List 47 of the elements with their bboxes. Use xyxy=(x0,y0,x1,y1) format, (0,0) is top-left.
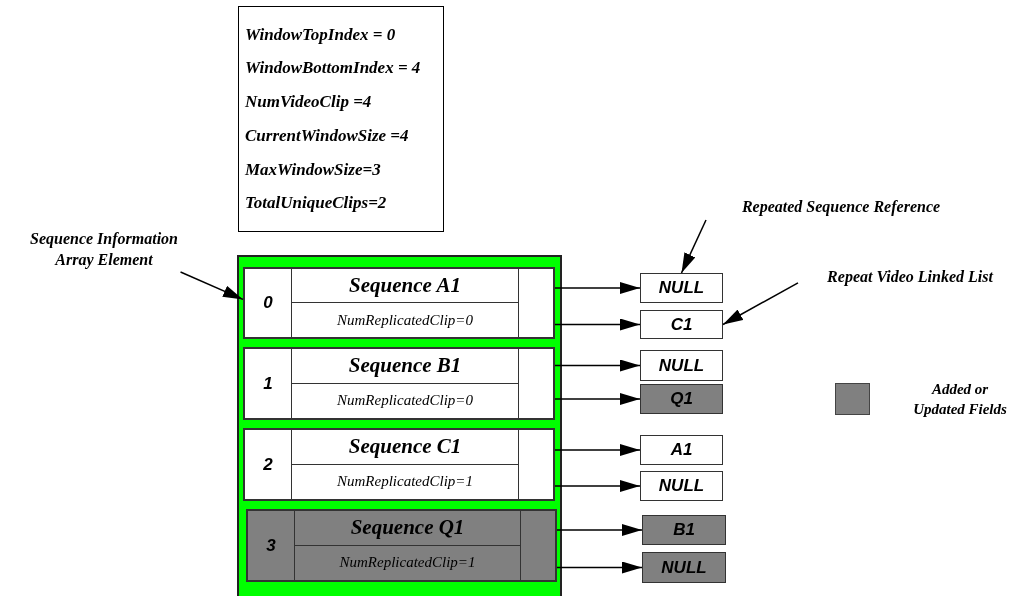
arrow xyxy=(554,359,641,372)
index-text: 2 xyxy=(245,430,292,499)
sequence-name: Sequence C1 xyxy=(292,430,518,465)
variable-text: MaxWindowSize=3 xyxy=(245,158,382,181)
pointer-field: NULL xyxy=(640,471,723,501)
variables-box xyxy=(238,6,444,232)
replicated-count: NumReplicatedClip=1 xyxy=(336,472,474,492)
legend-text: Added or Updated Fields xyxy=(912,380,1008,419)
pointer-field: A1 xyxy=(640,435,723,465)
variable-text: NumVideoClip =4 xyxy=(245,91,373,114)
variable-text: WindowBottomIndex = 4 xyxy=(245,57,422,80)
arrow xyxy=(179,271,244,301)
callout-text: Repeat Video Linked List xyxy=(798,266,1022,290)
arrow xyxy=(554,393,641,405)
sequence-name: Sequence Q1 xyxy=(295,511,520,546)
arrow xyxy=(554,318,641,331)
pointer-field: C1 xyxy=(640,310,723,339)
arrow xyxy=(722,282,799,326)
callout-text: Sequence Information Array Element xyxy=(15,228,193,272)
arrow xyxy=(556,524,643,536)
pointer-field: Q1 xyxy=(640,384,723,414)
pointer-field: NULL xyxy=(642,552,726,583)
pointer-field: NULL xyxy=(640,273,723,303)
array-element-row xyxy=(243,267,555,339)
arrow xyxy=(556,561,643,574)
array-element-row xyxy=(246,509,557,582)
variable-text: CurrentWindowSize =4 xyxy=(245,124,410,147)
array-element-row xyxy=(243,347,555,420)
index-text: 0 xyxy=(245,269,292,337)
index-text: 1 xyxy=(245,349,292,418)
arrow xyxy=(554,282,641,294)
array-element-row xyxy=(243,428,555,501)
replicated-count: NumReplicatedClip=0 xyxy=(336,391,474,411)
index-text: 3 xyxy=(248,511,295,580)
arrow xyxy=(554,444,641,456)
sequence-name: Sequence B1 xyxy=(292,349,518,384)
sequence-name: Sequence A1 xyxy=(292,269,518,303)
replicated-count: NumReplicatedClip=0 xyxy=(336,310,474,330)
replicated-count: NumReplicatedClip=1 xyxy=(338,553,477,573)
array-container xyxy=(237,255,562,596)
arrow xyxy=(680,219,707,274)
pointer-field: NULL xyxy=(640,350,723,381)
pointer-field: B1 xyxy=(642,515,726,545)
arrow xyxy=(554,480,641,492)
variable-text: WindowTopIndex = 0 xyxy=(245,23,397,46)
callout-text: Repeated Sequence Reference xyxy=(706,196,976,220)
variable-text: TotalUniqueClips=2 xyxy=(245,192,388,215)
